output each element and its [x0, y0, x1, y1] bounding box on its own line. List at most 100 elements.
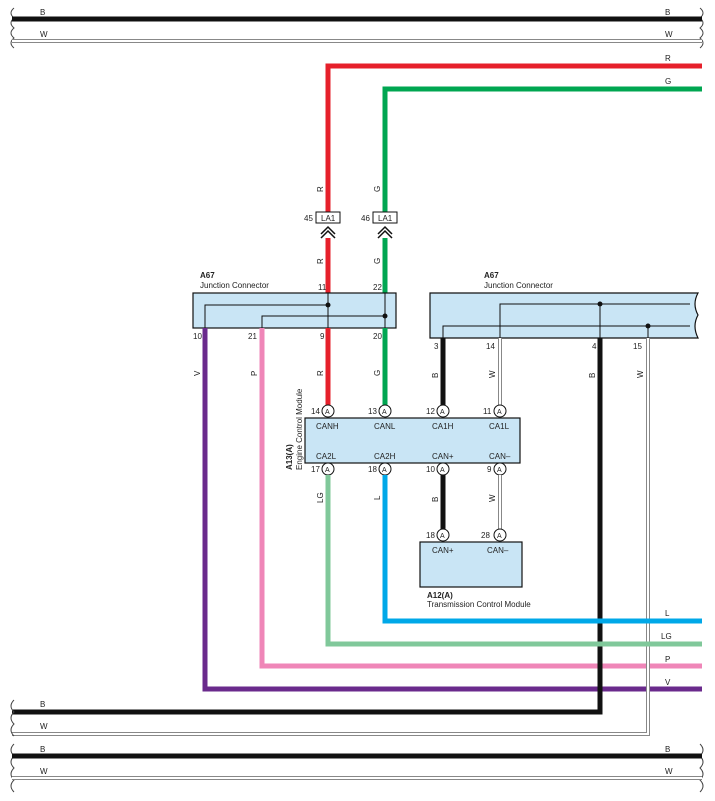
wire-r-feed — [325, 63, 702, 212]
wire-code-lg-vert: LG — [316, 492, 325, 503]
wire-code-r-lower: R — [316, 370, 325, 376]
pin-signal: CAN+ — [432, 452, 454, 461]
pin-number: 13 — [368, 407, 377, 416]
wire-w-to-bus — [12, 338, 649, 735]
wire-p — [259, 328, 702, 669]
middle-bus: B W — [10, 699, 48, 737]
wire-code-b-ecm-upper: B — [431, 373, 440, 378]
tcm-component: A12(A) Transmission Control Module A 18 … — [419, 528, 531, 609]
wire-code-b-ecm-tcm: B — [431, 497, 440, 502]
wire-code-g-lower: G — [373, 370, 382, 376]
connector-letter: A — [497, 409, 502, 416]
wire-code-w-ecm-upper: W — [488, 370, 497, 378]
wire-code-v-right: V — [665, 678, 671, 687]
wire-code-r-upper: R — [316, 186, 325, 192]
pin-number: 9 — [487, 465, 492, 474]
wire-code-p-vert: P — [250, 371, 259, 376]
wire-l — [382, 475, 702, 624]
pin-signal: CA2H — [374, 452, 396, 461]
pin-signal: CA1L — [489, 422, 510, 431]
wire-code-w-mid-left: W — [40, 722, 48, 731]
wire-code-v-vert: V — [193, 370, 202, 376]
wire-lg — [325, 475, 702, 647]
wire-code-w-bottom-left: W — [40, 767, 48, 776]
ecm-name: Engine Control Module — [295, 388, 304, 470]
ecm-id: A13(A) — [285, 444, 294, 470]
wire-code-r-right: R — [665, 54, 671, 63]
pin-signal: CAN– — [489, 452, 511, 461]
connector-letter: A — [440, 533, 445, 540]
wire-code-b-bottom-left: B — [40, 745, 45, 754]
connector-letter: A — [325, 467, 330, 474]
wire-code-r-mid: R — [316, 258, 325, 264]
junction-connector-left: A67 Junction Connector 11 22 10 21 9 20 — [192, 271, 397, 341]
jc-left-pin-21: 21 — [248, 332, 257, 341]
jc-left-id: A67 — [200, 271, 215, 280]
ecm-pin-14: A 14 CANH — [311, 404, 339, 431]
jc-right-name: Junction Connector — [484, 281, 553, 290]
junction-connector-right: A67 Junction Connector 3 14 4 15 — [429, 271, 700, 351]
connector-letter: A — [497, 533, 502, 540]
wire-code-w-ecm-tcm: W — [488, 494, 497, 502]
wire-code-g-mid: G — [373, 258, 382, 264]
jc-left-pin-22: 22 — [373, 283, 382, 292]
pin-signal: CANH — [316, 422, 339, 431]
inline-connector-la1-left: LA1 45 — [304, 211, 341, 239]
tcm-name: Transmission Control Module — [427, 600, 531, 609]
inline-connector-pin: 45 — [304, 214, 313, 223]
ecm-component: A13(A) Engine Control Module A 14 CANH A… — [285, 388, 521, 476]
ecm-pin-13: A 13 CANL — [368, 404, 396, 431]
connector-letter: A — [497, 467, 502, 474]
wire-code-w-left: W — [40, 30, 48, 39]
ecm-pin-12: A 12 CA1H — [426, 404, 454, 431]
wire-code-w-jc15: W — [636, 370, 645, 378]
inline-connector-label: LA1 — [321, 214, 336, 223]
jc-left-name: Junction Connector — [200, 281, 269, 290]
pin-signal: CA2L — [316, 452, 337, 461]
jc-right-pin-14: 14 — [486, 342, 495, 351]
pin-number: 18 — [368, 465, 377, 474]
pin-number: 18 — [426, 531, 435, 540]
jc-right-pin-3: 3 — [434, 342, 439, 351]
jc-left-pin-10: 10 — [193, 332, 202, 341]
connector-letter: A — [382, 467, 387, 474]
connector-letter: A — [325, 409, 330, 416]
red-green-feed: R G R G — [316, 54, 702, 212]
pin-signal: CANL — [374, 422, 396, 431]
inline-connector-pin: 46 — [361, 214, 370, 223]
wire-code-l-right: L — [665, 609, 670, 618]
wire-g-feed — [382, 86, 702, 212]
connector-letter: A — [440, 409, 445, 416]
connector-letter: A — [382, 409, 387, 416]
jc-right-pin-4: 4 — [592, 342, 597, 351]
jc-left-pin-11: 11 — [318, 283, 327, 292]
pin-signal: CA1H — [432, 422, 454, 431]
pin-number: 14 — [311, 407, 320, 416]
ecm-pin-10: A 10 CAN+ — [426, 452, 454, 476]
tcm-pin-18: A 18 CAN+ — [426, 528, 454, 555]
tcm-pin-28: A 28 CAN– — [481, 528, 509, 555]
pin-number: 28 — [481, 531, 490, 540]
pin-number: 12 — [426, 407, 435, 416]
pin-number: 11 — [483, 407, 492, 416]
wire-code-l-vert: L — [373, 495, 382, 500]
tcm-id: A12(A) — [427, 591, 453, 600]
wire-code-g-right: G — [665, 77, 671, 86]
wire-code-lg-right: LG — [661, 632, 672, 641]
wire-code-b-bottom-right: B — [665, 745, 670, 754]
connector-letter: A — [440, 467, 445, 474]
wire-code-w-right: W — [665, 30, 673, 39]
pin-number: 10 — [426, 465, 435, 474]
jc-right-pin-15: 15 — [633, 342, 642, 351]
wire-code-b-right: B — [665, 8, 670, 17]
jc-left-pin-9: 9 — [320, 332, 325, 341]
wire-code-w-bottom-right: W — [665, 767, 673, 776]
top-bus: B B W W — [10, 7, 704, 49]
bottom-bus: B B W W — [10, 743, 704, 793]
jc-right-id: A67 — [484, 271, 499, 280]
ecm-pin-17: A 17 CA2L — [311, 452, 337, 476]
wire-code-g-upper: G — [373, 186, 382, 192]
pin-signal: CAN+ — [432, 546, 454, 555]
pin-number: 17 — [311, 465, 320, 474]
